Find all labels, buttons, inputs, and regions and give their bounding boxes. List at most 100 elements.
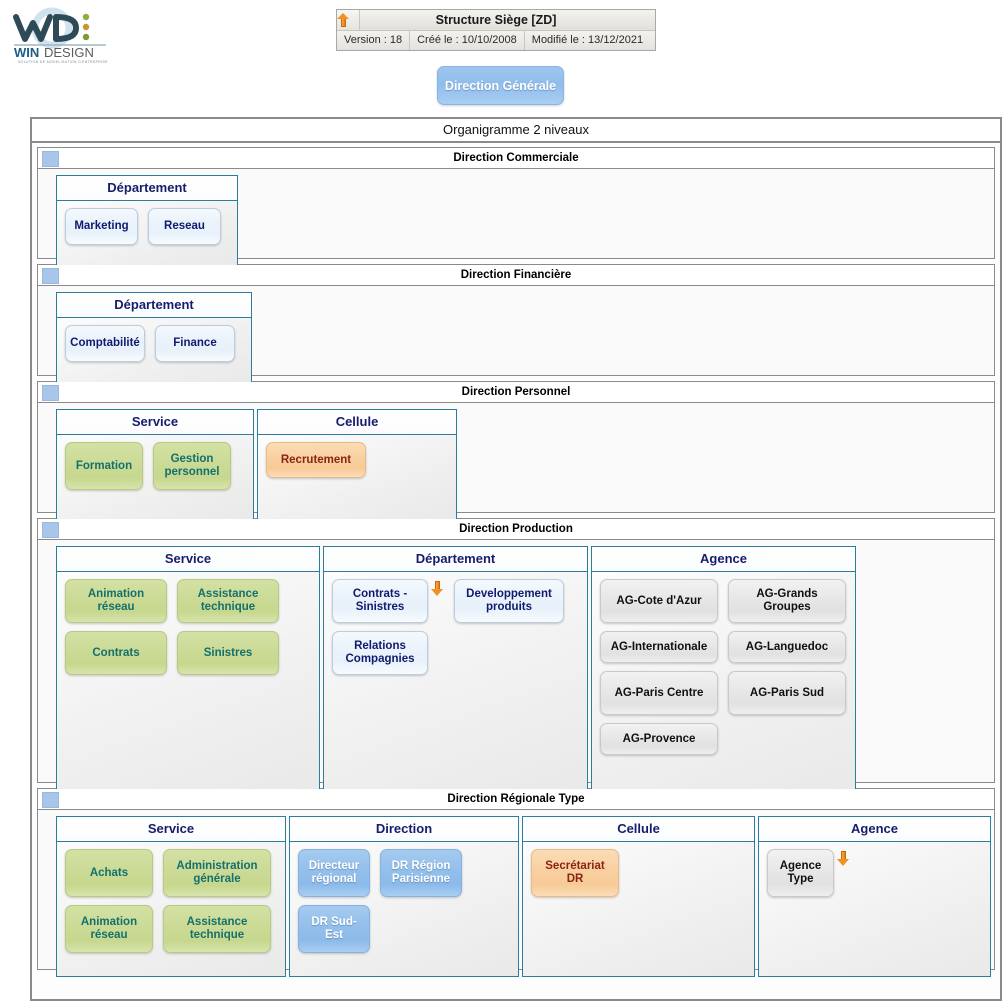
- node-animation-reseau[interactable]: Animation réseau: [65, 905, 153, 953]
- node-sinistres[interactable]: Sinistres: [177, 631, 279, 675]
- node-contrats[interactable]: Contrats: [65, 631, 167, 675]
- node-wrapper: AG-Paris Centre: [600, 671, 718, 715]
- node-assistance-technique[interactable]: Assistance technique: [177, 579, 279, 623]
- node-wrapper: AG-Cote d'Azur: [600, 579, 718, 623]
- node-wrapper: Comptabilité: [65, 325, 145, 362]
- node-ag-provence[interactable]: AG-Provence: [600, 723, 718, 755]
- category-nodes: Marketing Reseau: [57, 201, 237, 265]
- node-wrapper: Assistance technique: [163, 905, 271, 953]
- direction-color-swatch[interactable]: [42, 268, 59, 284]
- category-title: Service: [57, 547, 319, 572]
- category-title: Agence: [759, 817, 990, 842]
- node-wrapper: Recrutement: [266, 442, 366, 478]
- node-formation[interactable]: Formation: [65, 442, 143, 490]
- direction-color-swatch[interactable]: [42, 385, 59, 401]
- node-wrapper: Finance: [155, 325, 235, 362]
- category-title: Département: [57, 293, 251, 318]
- node-relations-compagnies[interactable]: Relations Compagnies: [332, 631, 428, 675]
- arrow-down-icon: [837, 851, 850, 866]
- category-nodes: Agence Type: [759, 842, 990, 976]
- node-wrapper: Gestion personnel: [153, 442, 231, 490]
- node-marketing[interactable]: Marketing: [65, 208, 138, 245]
- node-wrapper: Assistance technique: [177, 579, 279, 623]
- category-title: Service: [57, 410, 253, 435]
- organigramme-frame: Organigramme 2 niveaux Direction Commerc…: [30, 117, 1002, 1001]
- object-info-panel: Structure Siège [ZD] Version : 18 Créé l…: [336, 9, 656, 51]
- node-animation-reseau[interactable]: Animation réseau: [65, 579, 167, 623]
- node-ag-paris-centre[interactable]: AG-Paris Centre: [600, 671, 718, 715]
- windesign-logo: WIN DESIGN SOLUTION DE MODELISATION D'EN…: [6, 6, 116, 64]
- node-ag-paris-sud[interactable]: AG-Paris Sud: [728, 671, 846, 715]
- category-nodes: Secrétariat DR: [523, 842, 754, 976]
- node-recrutement[interactable]: Recrutement: [266, 442, 366, 478]
- meta-modified: Modifié le : 13/12/2021: [531, 34, 644, 46]
- node-finance[interactable]: Finance: [155, 325, 235, 362]
- svg-text:WIN: WIN: [14, 45, 39, 60]
- meta-version: Version : 18: [337, 31, 411, 50]
- node-dr-region-parisienne[interactable]: DR Région Parisienne: [380, 849, 462, 897]
- direction-header: Direction Personnel: [38, 382, 994, 403]
- node-wrapper: Animation réseau: [65, 905, 153, 953]
- category-title: Cellule: [523, 817, 754, 842]
- category-title: Département: [57, 176, 237, 201]
- direction-color-swatch[interactable]: [42, 522, 59, 538]
- node-contrats-sinistres[interactable]: Contrats - Sinistres: [332, 579, 428, 623]
- node-administration-generale[interactable]: Administration générale: [163, 849, 271, 897]
- windesign-logo-svg: WIN DESIGN SOLUTION DE MODELISATION D'EN…: [13, 7, 108, 64]
- node-developpement-produits[interactable]: Developpement produits: [454, 579, 564, 623]
- node-agence-type[interactable]: Agence Type: [767, 849, 834, 897]
- node-wrapper: Directeur régional: [298, 849, 370, 897]
- direction-header: Direction Régionale Type: [38, 789, 994, 810]
- object-title-row: Structure Siège [ZD]: [337, 10, 655, 31]
- node-comptabilite[interactable]: Comptabilité: [65, 325, 145, 362]
- node-wrapper: AG-Internationale: [600, 631, 718, 663]
- category-nodes: Contrats - Sinistres Developpement produi…: [324, 572, 587, 789]
- node-ag-internationale[interactable]: AG-Internationale: [600, 631, 718, 663]
- organigramme-title: Organigramme 2 niveaux: [32, 119, 1000, 143]
- node-wrapper: Reseau: [148, 208, 221, 245]
- direction-color-swatch[interactable]: [42, 151, 59, 167]
- node-wrapper: Animation réseau: [65, 579, 167, 623]
- root-node-direction-generale[interactable]: Direction Générale: [437, 66, 564, 105]
- node-dr-sud-est[interactable]: DR Sud-Est: [298, 905, 370, 953]
- node-achats[interactable]: Achats: [65, 849, 153, 897]
- node-ag-cote-d-azur[interactable]: AG-Cote d'Azur: [600, 579, 718, 623]
- node-ag-grands-groupes[interactable]: AG-Grands Groupes: [728, 579, 846, 623]
- node-wrapper: AG-Grands Groupes: [728, 579, 846, 623]
- node-wrapper: Sinistres: [177, 631, 279, 675]
- node-secretariat-dr[interactable]: Secrétariat DR: [531, 849, 619, 897]
- node-wrapper: Developpement produits: [454, 579, 564, 623]
- node-gestion-personnel[interactable]: Gestion personnel: [153, 442, 231, 490]
- node-wrapper: Marketing: [65, 208, 138, 245]
- node-wrapper: AG-Paris Sud: [728, 671, 846, 715]
- node-wrapper: Relations Compagnies: [332, 631, 428, 675]
- direction-label: Direction Personnel: [461, 386, 571, 398]
- node-wrapper: Contrats - Sinistres: [332, 579, 444, 623]
- direction-header: Direction Production: [38, 519, 994, 540]
- node-assistance-technique[interactable]: Assistance technique: [163, 905, 271, 953]
- node-wrapper: Administration générale: [163, 849, 271, 897]
- category-title: Département: [324, 547, 587, 572]
- node-ag-languedoc[interactable]: AG-Languedoc: [728, 631, 846, 663]
- node-wrapper: Secrétariat DR: [531, 849, 619, 897]
- node-directeur-regional[interactable]: Directeur régional: [298, 849, 370, 897]
- direction-color-swatch[interactable]: [42, 792, 59, 808]
- node-reseau[interactable]: Reseau: [148, 208, 221, 245]
- arrow-up-icon: [337, 13, 350, 27]
